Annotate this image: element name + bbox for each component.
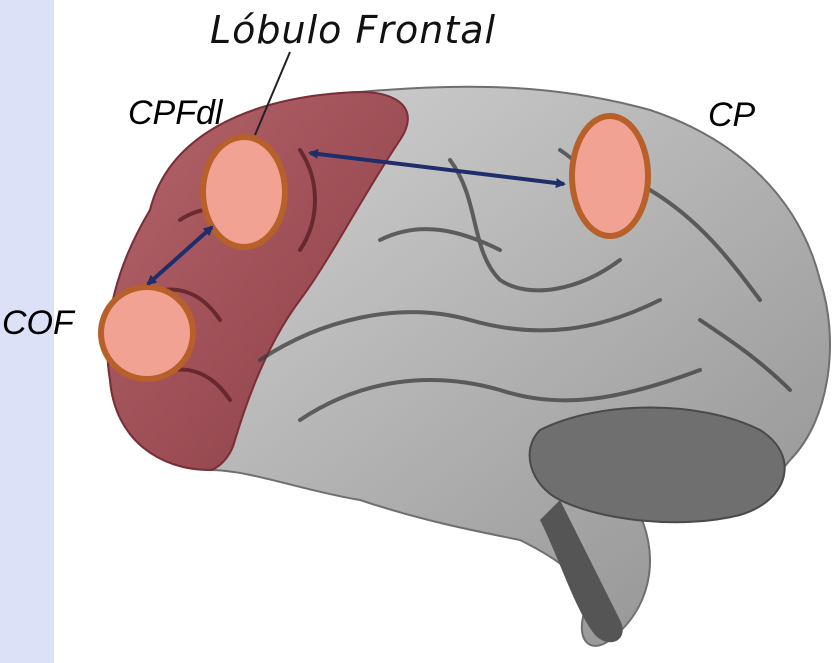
label-cof: COF (2, 304, 74, 343)
region-cpfdl (203, 137, 285, 247)
region-cof (101, 287, 193, 379)
label-cp: CP (708, 96, 755, 135)
frontal-lobe-title: Lóbulo Frontal (210, 8, 496, 52)
region-cp (572, 116, 648, 236)
label-cpfdl: CPFdl (128, 94, 222, 133)
